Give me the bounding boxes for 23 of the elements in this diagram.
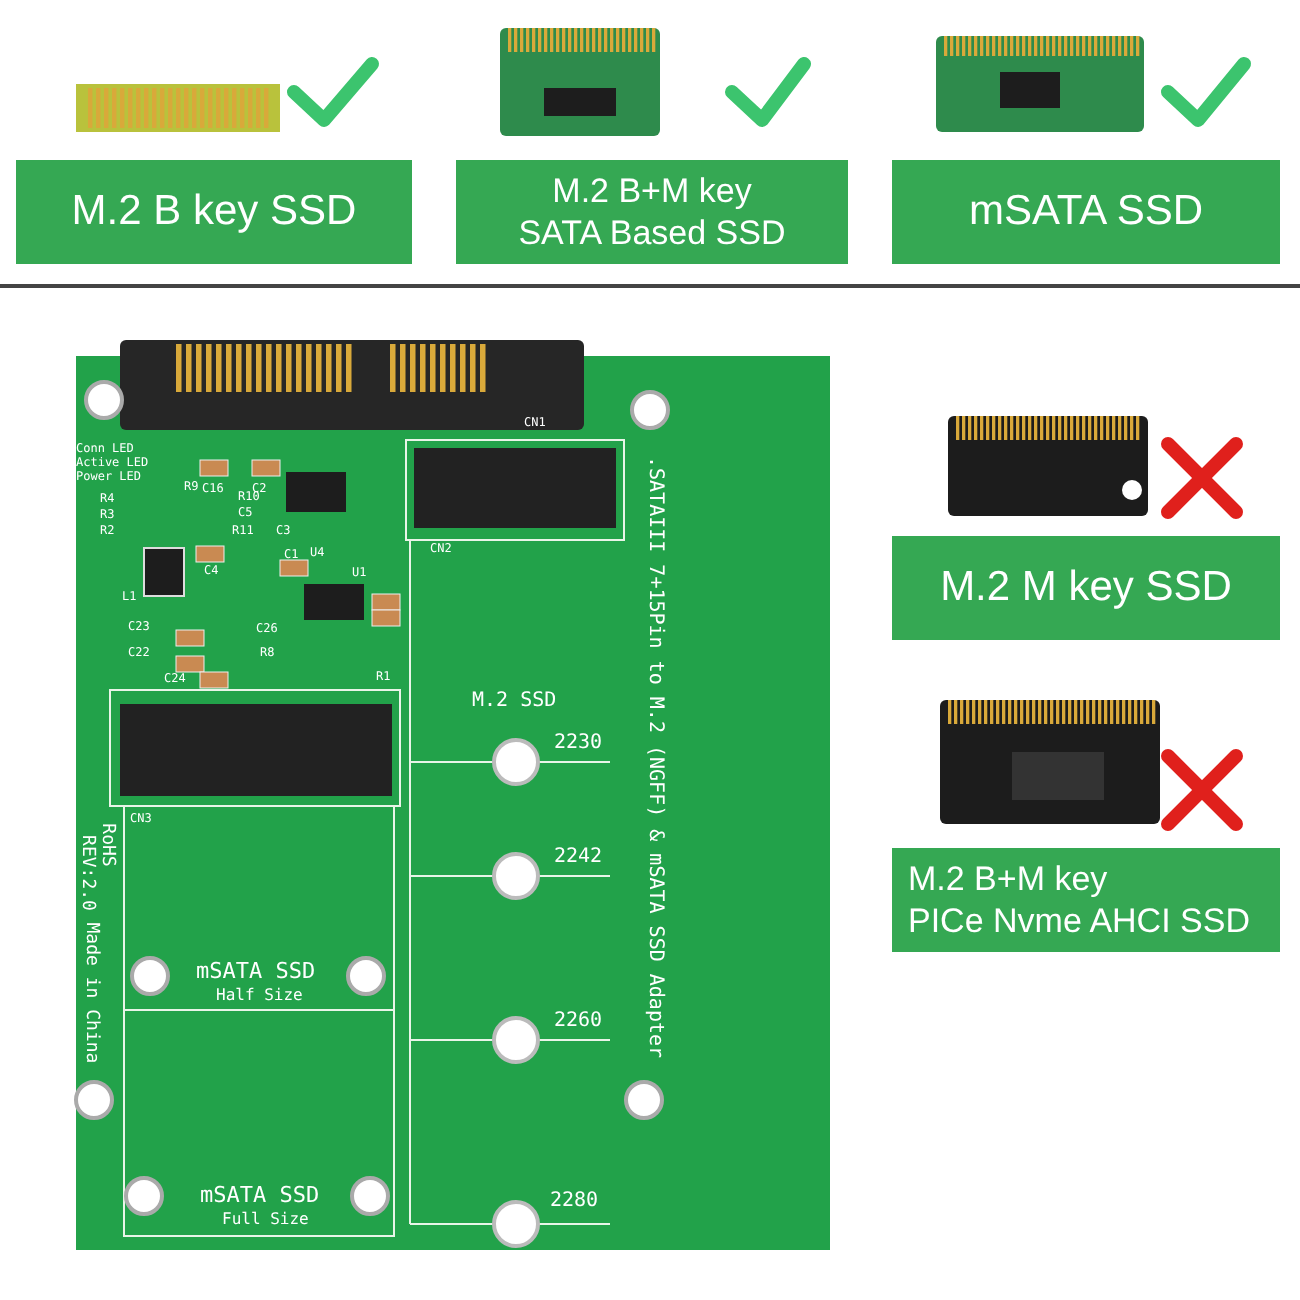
silkscreen-text: .SATAIII 7+15Pin to M.2 (NGFF) & mSATA SSD Adapter [644,456,664,1056]
label-text: mSATA SSD [968,186,1204,239]
label-box [892,160,1280,264]
label-text: SATA Based SSD [518,212,786,254]
silkscreen-text: 2230 [554,734,603,754]
label-box [16,160,412,264]
silkscreen-text: M.2 SSD [472,692,557,712]
label-box [892,848,1280,952]
silkscreen-text: mSATA SSD [196,960,316,982]
silkscreen-text: 2260 [554,1012,603,1032]
silkscreen-text: 2280 [550,1192,599,1212]
silkscreen-text: Half Size [216,988,303,1004]
label-text: M.2 B+M key [552,170,752,212]
label-text: M.2 B key SSD [71,186,357,239]
label-box [892,536,1280,640]
label-text: M.2 M key SSD [940,562,1232,615]
silkscreen-text: mSATA SSD [200,1184,320,1206]
label-text: M.2 B+M key [908,858,1108,900]
label-box [456,160,848,264]
silkscreen-text: RoHS [97,820,115,870]
label-text: PICe Nvme AHCI SSD [908,900,1250,942]
silkscreen-text: Full Size [222,1212,309,1228]
silkscreen-text: 2242 [554,848,603,868]
